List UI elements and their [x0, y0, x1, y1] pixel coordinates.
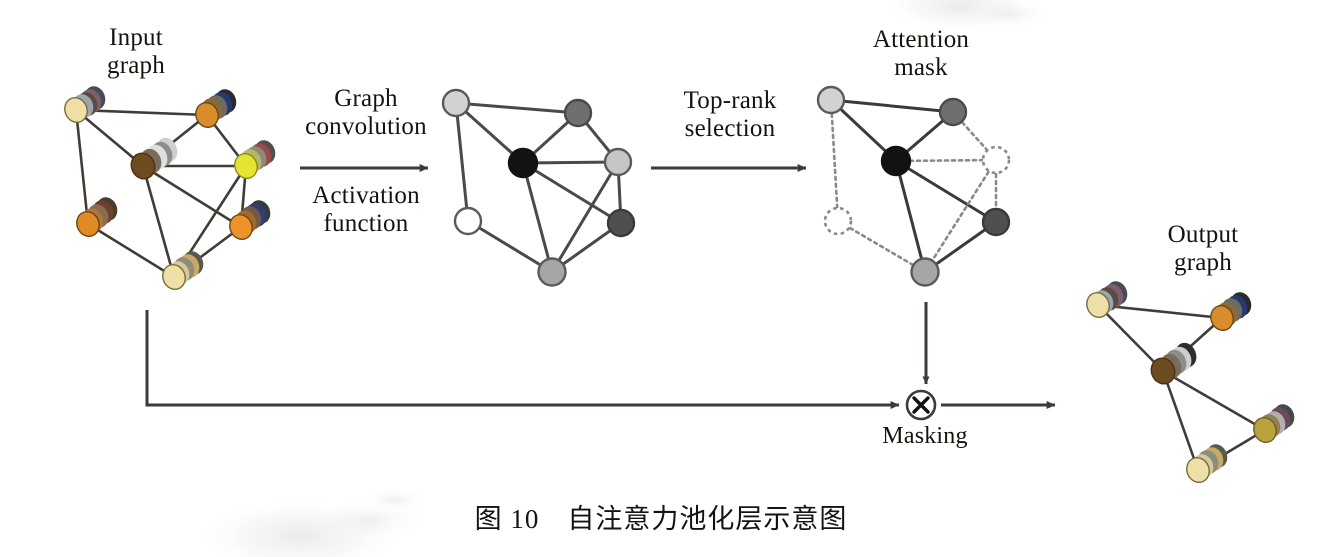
edge [521, 161, 623, 225]
label-attention-mask: Attention mask [872, 26, 970, 81]
graph-node[interactable] [159, 248, 207, 293]
edge [1161, 369, 1267, 432]
graph-node[interactable] [537, 257, 567, 287]
mask-graph-edges-masked [829, 98, 998, 274]
node-face [1210, 304, 1234, 332]
label-top-rank-selection: Top-rank selection [683, 87, 777, 142]
graph-node[interactable] [441, 88, 471, 118]
graph-node[interactable] [816, 85, 846, 115]
edge [1096, 303, 1165, 373]
label-input-graph: Input graph [107, 24, 165, 79]
node-face [162, 263, 186, 291]
edge [550, 160, 620, 274]
graph-node[interactable] [1147, 340, 1199, 388]
edge [74, 108, 90, 226]
edge-masked [829, 98, 840, 223]
node-face [1186, 456, 1210, 484]
masking-operator[interactable] [905, 389, 937, 421]
graph-node[interactable] [192, 86, 239, 130]
edge [1161, 369, 1200, 472]
edge [466, 219, 554, 274]
caption-gap [539, 504, 567, 535]
label-activation-function: Activation function [312, 182, 420, 237]
edge [894, 159, 927, 274]
mask-graph-nodes [816, 85, 1011, 287]
conv-graph-nodes [441, 88, 636, 287]
edge [894, 159, 998, 224]
edge-masked [923, 158, 998, 274]
edge-masked [836, 219, 927, 274]
edge [454, 101, 470, 223]
edge [74, 108, 145, 168]
output-graph [1083, 278, 1298, 486]
graph-node[interactable] [1083, 278, 1131, 321]
figure-number: 图 10 [474, 504, 540, 534]
graph-node[interactable] [981, 207, 1011, 237]
mask-graph [816, 85, 1011, 287]
graph-node[interactable] [453, 206, 483, 236]
graph-node[interactable] [127, 135, 180, 183]
graph-node[interactable] [231, 137, 279, 182]
graph-node[interactable] [910, 257, 940, 287]
input-graph [61, 83, 279, 293]
label-output-graph: Output graph [1167, 221, 1239, 276]
output-graph-edges [1096, 303, 1267, 472]
edge [141, 164, 176, 279]
graph-node[interactable] [507, 147, 539, 179]
node-face [1150, 357, 1176, 385]
graph-node[interactable] [1250, 401, 1298, 446]
graph-node[interactable] [73, 194, 121, 240]
graph-node[interactable] [226, 197, 274, 243]
edge [86, 222, 176, 279]
edge [74, 108, 209, 117]
graph-node[interactable] [880, 145, 912, 177]
arrow-skip-connection [145, 310, 900, 409]
graph-node[interactable] [563, 98, 593, 128]
node-face [195, 101, 219, 129]
figure-caption: 图 10 自注意力池化层示意图 [0, 497, 1322, 536]
mask-graph-edges-kept [829, 98, 998, 274]
node-face [130, 152, 156, 180]
graph-node[interactable] [606, 208, 636, 238]
input-graph-nodes [61, 83, 279, 293]
edge [141, 164, 243, 229]
node-face [229, 213, 253, 241]
graph-node[interactable] [1207, 289, 1254, 333]
watermark-bottom-left-3 [361, 488, 429, 512]
graph-node[interactable] [1183, 441, 1231, 486]
edge [1096, 303, 1224, 320]
edge [829, 98, 955, 114]
multiply-icon [912, 396, 930, 414]
output-graph-nodes [1083, 278, 1298, 486]
node-face [1253, 416, 1277, 444]
label-masking: Masking [882, 423, 968, 449]
node-face [234, 152, 258, 180]
node-face [76, 210, 100, 238]
edge [521, 160, 620, 165]
graph-node[interactable] [61, 83, 109, 126]
label-graph-convolution: Graph convolution [305, 85, 427, 140]
conv-graph-edges [454, 101, 623, 274]
graph-node-masked[interactable] [981, 145, 1011, 175]
figure-caption-text: 自注意力池化层示意图 [567, 504, 848, 535]
node-face [1086, 291, 1110, 319]
node-face [64, 96, 88, 124]
edge [454, 101, 580, 115]
graph-node-masked[interactable] [823, 206, 853, 236]
graph-node[interactable] [938, 97, 968, 127]
watermark-top-right-2 [968, 0, 1052, 30]
edge [521, 161, 554, 274]
conv-graph [441, 88, 636, 287]
input-graph-edges [74, 108, 248, 279]
edge-masked [894, 158, 998, 163]
graph-node[interactable] [603, 147, 633, 177]
